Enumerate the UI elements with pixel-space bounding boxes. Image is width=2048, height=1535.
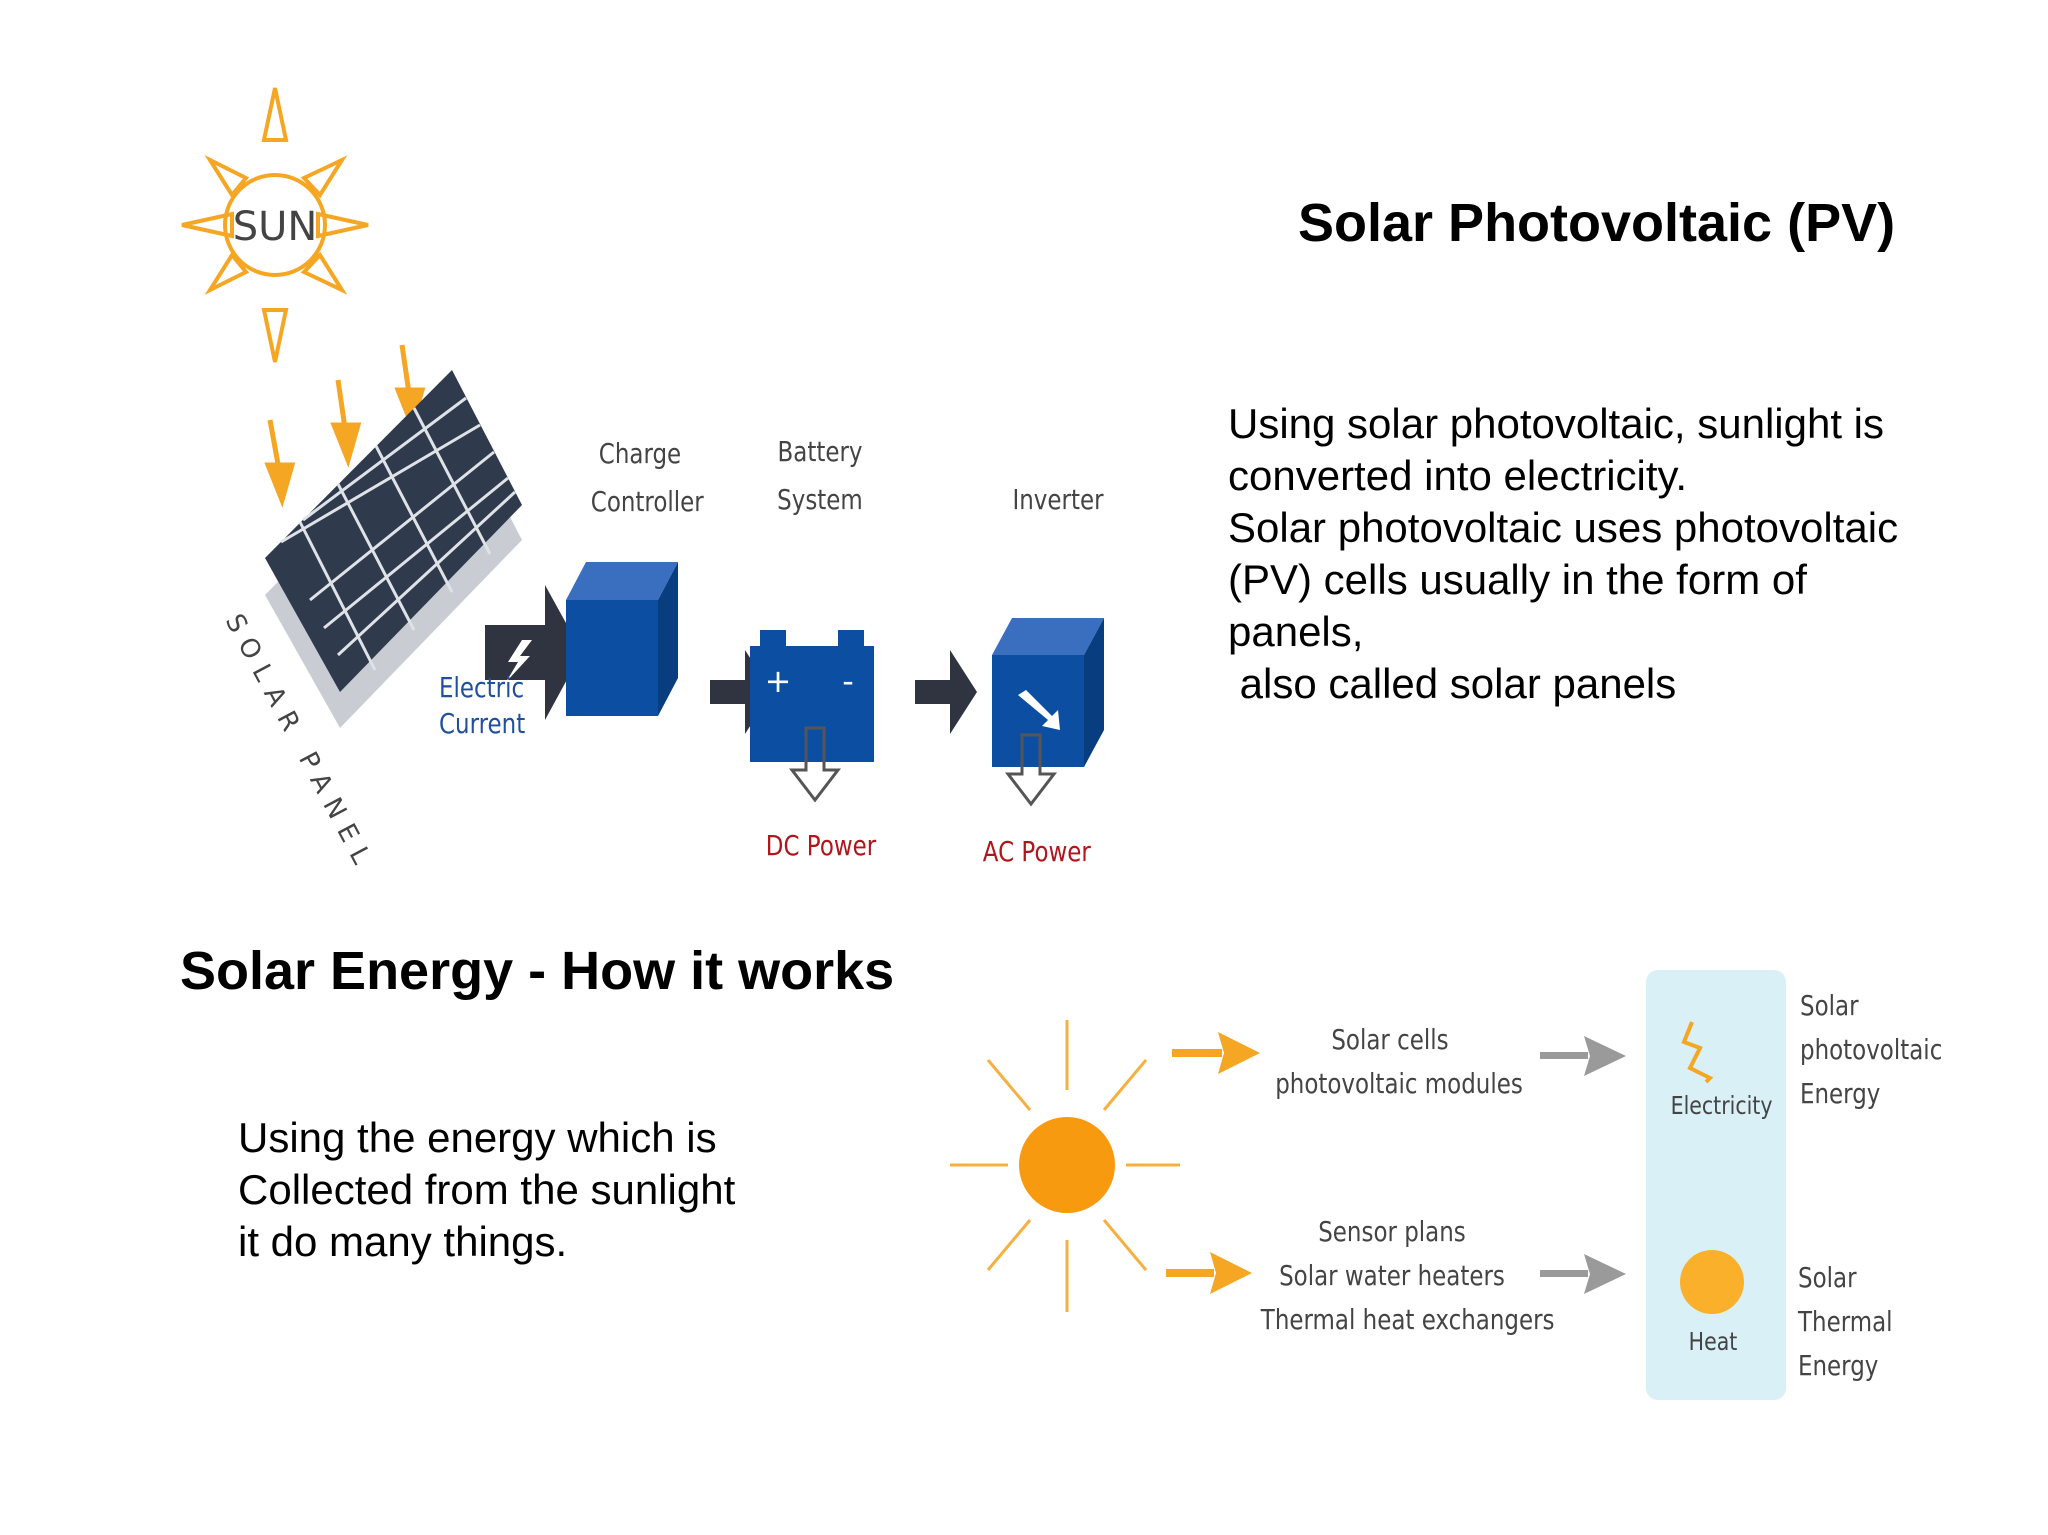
energy-types-diagram: [950, 960, 1950, 1420]
pv-system-diagram: SUN SOLAR PANEL: [170, 80, 1130, 900]
orange-arrow-bottom: [1166, 1252, 1252, 1294]
how-paragraph-line: it do many things.: [238, 1218, 568, 1265]
battery-minus: -: [842, 662, 854, 700]
energy-types-graphic: [950, 970, 1786, 1400]
thermal-path-line2: Solar water heaters: [1279, 1259, 1505, 1292]
pv-paragraph-line: Using solar photovoltaic, sunlight is: [1228, 400, 1885, 447]
sun-icon-2: [950, 1020, 1180, 1312]
battery-system-label: Battery System: [771, 428, 869, 524]
battery-system-label-line1: Battery: [777, 435, 863, 468]
how-paragraph-line: Collected from the sunlight: [238, 1166, 736, 1213]
thermal-path-line1: Sensor plans: [1318, 1215, 1466, 1248]
sun-label: SUN: [233, 204, 318, 250]
pv-paragraph-line: panels,: [1228, 608, 1364, 655]
how-it-works-paragraph: Using the energy which is Collected from…: [238, 1112, 938, 1268]
dc-down-arrow-icon: [788, 726, 842, 803]
heat-icon: [1680, 1250, 1744, 1314]
energy-output-panel: [1646, 970, 1786, 1400]
thermal-energy-line1: Solar: [1798, 1261, 1857, 1294]
ac-power-label: AC Power: [982, 835, 1091, 868]
pv-system-graphic: SUN SOLAR PANEL: [181, 87, 1104, 878]
gray-arrow-top: [1540, 1036, 1626, 1076]
pv-energy-line2: photovoltaic: [1800, 1033, 1943, 1066]
electric-current-line2: Current: [439, 707, 526, 740]
charge-controller-icon: [566, 562, 678, 716]
thermal-path-label: Sensor plans Solar water heaters Thermal…: [1260, 1210, 1555, 1342]
heat-label: Heat: [1688, 1327, 1738, 1356]
thermal-energy-label: Solar Thermal Energy: [1798, 1256, 1893, 1388]
dc-power-label: DC Power: [765, 829, 877, 862]
pv-paragraph-line: (PV) cells usually in the form of: [1228, 556, 1807, 603]
pv-paragraph-line: Solar photovoltaic uses photovoltaic: [1228, 504, 1899, 551]
electric-current-line1: Electric: [439, 671, 525, 704]
charge-controller-label-line1: Charge: [598, 437, 682, 470]
how-it-works-title: Solar Energy - How it works: [180, 941, 895, 1001]
pv-title: Solar Photovoltaic (PV): [1298, 193, 1896, 253]
electric-current-arrow: [485, 585, 582, 720]
pv-energy-line1: Solar: [1800, 989, 1859, 1022]
flow-arrow-3: [915, 650, 977, 734]
pv-paragraph-line: also called solar panels: [1228, 660, 1677, 707]
electricity-icon: [1681, 1021, 1714, 1084]
pv-energy-line3: Energy: [1800, 1077, 1881, 1110]
gray-arrow-bottom: [1540, 1254, 1626, 1294]
pv-path-line2: photovoltaic modules: [1275, 1067, 1523, 1100]
battery-system-label-line2: System: [777, 483, 863, 516]
electricity-label: Electricity: [1670, 1091, 1773, 1120]
battery-icon: + -: [750, 630, 874, 762]
thermal-path-line3: Thermal heat exchangers: [1260, 1303, 1555, 1336]
pv-energy-label: Solar photovoltaic Energy: [1800, 984, 1942, 1116]
pv-paragraph-line: converted into electricity.: [1228, 452, 1688, 499]
orange-arrow-top: [1172, 1032, 1260, 1074]
how-paragraph-line: Using the energy which is: [238, 1114, 717, 1161]
solar-panel-icon: [265, 370, 522, 728]
pv-path-line1: Solar cells: [1331, 1023, 1449, 1056]
inverter-label: Inverter: [1012, 483, 1104, 516]
charge-controller-label-line2: Controller: [590, 485, 704, 518]
electric-current-label: Electric Current: [439, 670, 526, 742]
ac-down-arrow-icon: [1004, 733, 1058, 807]
thermal-energy-line2: Thermal: [1798, 1305, 1893, 1338]
sunlight-arrows: [264, 344, 426, 508]
thermal-energy-line3: Energy: [1798, 1349, 1879, 1382]
battery-plus: +: [765, 662, 792, 700]
inverter-icon: [992, 618, 1104, 767]
sun-icon: [181, 87, 369, 363]
charge-controller-label: Charge Controller: [590, 430, 704, 526]
pv-paragraph: Using solar photovoltaic, sunlight is co…: [1228, 398, 2028, 710]
pv-path-label: Solar cells photovoltaic modules: [1275, 1018, 1523, 1106]
